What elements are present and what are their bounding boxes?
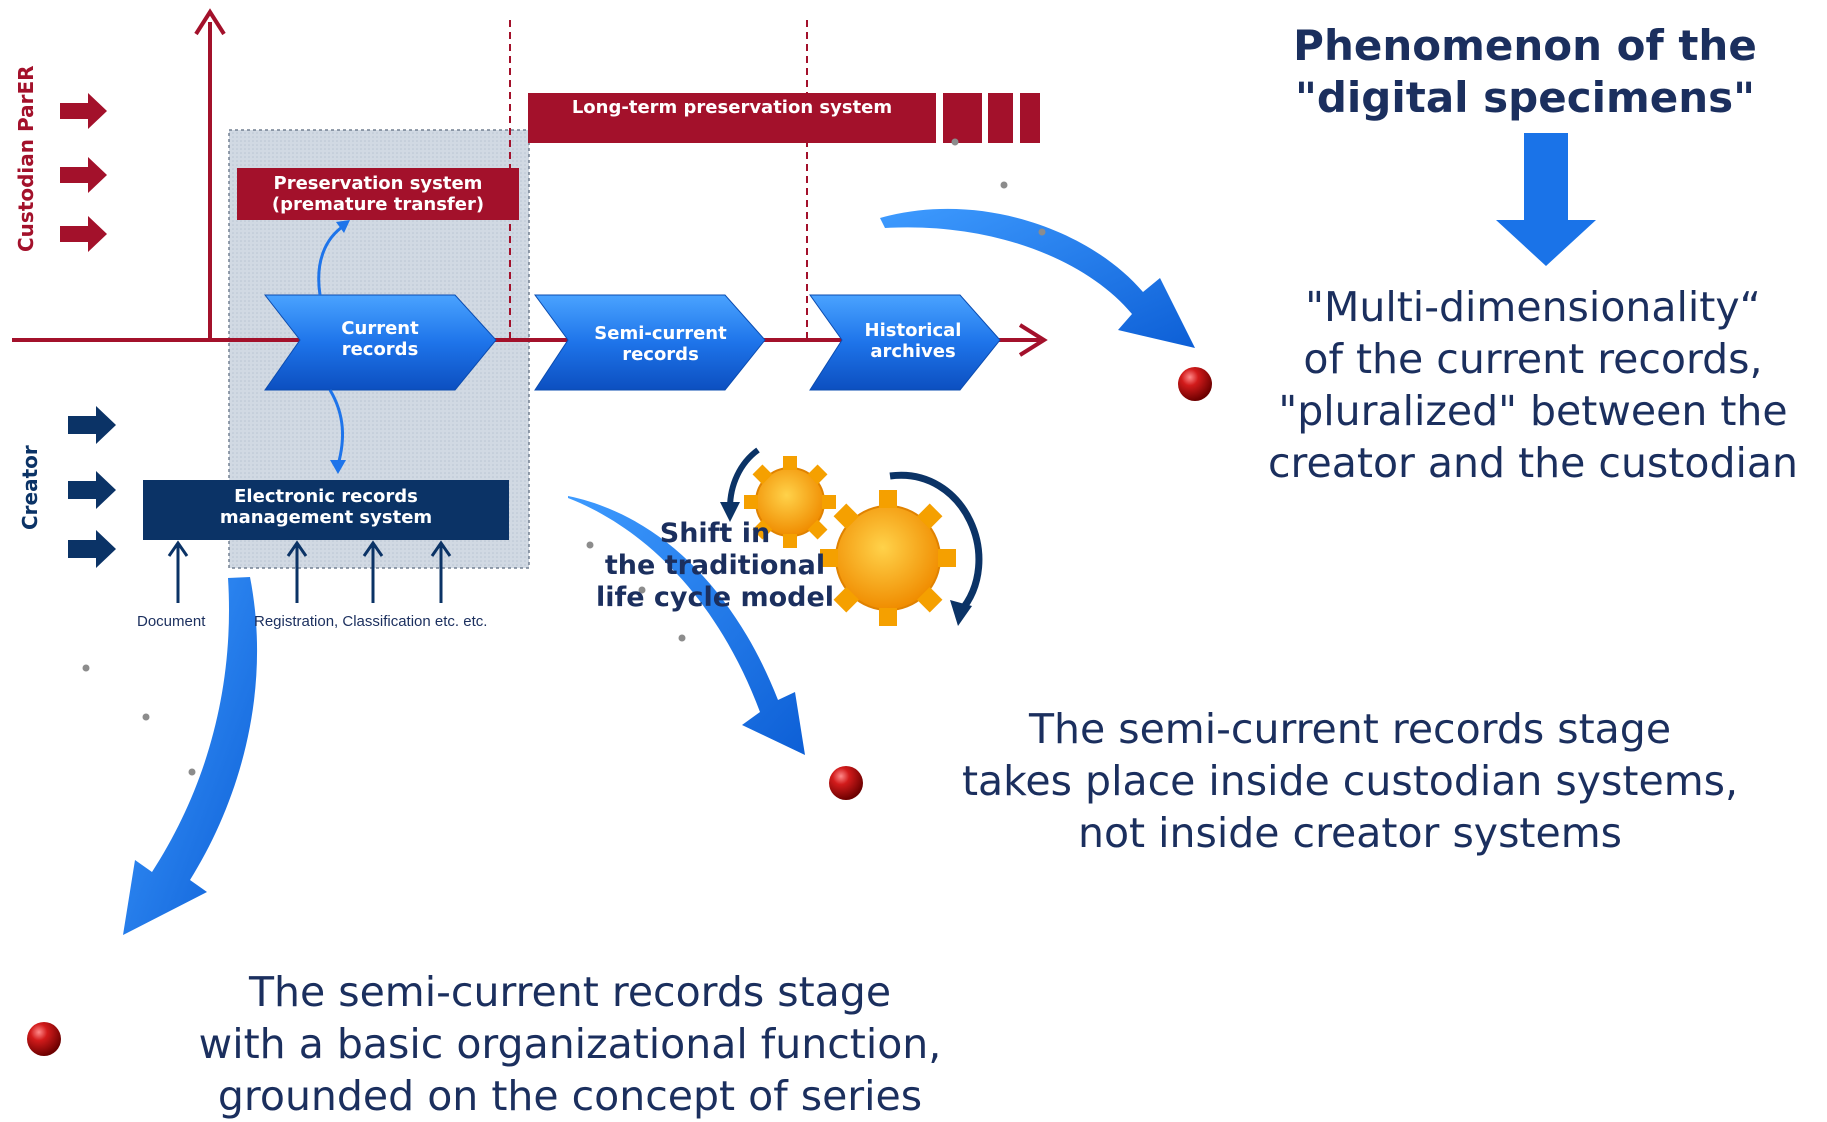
curved-arrow-icon bbox=[328, 389, 344, 466]
decorative-dots bbox=[82, 138, 1046, 776]
right-arrow-icon bbox=[68, 406, 116, 444]
text-line: of the current records, bbox=[1303, 335, 1763, 383]
bullet-icon bbox=[829, 766, 863, 800]
long-term-text: Long-term preservation system bbox=[571, 97, 893, 118]
long-term-block bbox=[988, 93, 1013, 143]
erms-line-2: management system bbox=[219, 507, 433, 528]
shift-label: Shift in the traditional life cycle mode… bbox=[570, 518, 860, 614]
arrowhead bbox=[720, 502, 740, 522]
arrowhead bbox=[336, 220, 350, 233]
text-line: grounded on the concept of series bbox=[217, 1072, 923, 1120]
preservation-line-1: Preservation system bbox=[273, 173, 483, 194]
right-arrow-icon bbox=[68, 471, 116, 509]
preservation-line-2: (premature transfer) bbox=[271, 194, 485, 215]
arrowhead bbox=[950, 600, 972, 626]
text-line: with a basic organizational function, bbox=[198, 1020, 942, 1068]
semi-line-2: records bbox=[622, 344, 699, 365]
bullet-icon bbox=[27, 1022, 61, 1056]
rotation-arrow-icon bbox=[889, 471, 983, 615]
right-arrow-icon bbox=[1018, 323, 1048, 357]
curved-arrow-icon bbox=[317, 223, 346, 296]
curved-arrow-icon bbox=[880, 208, 1195, 348]
current-line-2: records bbox=[341, 339, 419, 360]
right-arrow-icon bbox=[60, 216, 107, 252]
current-records-label: Current records bbox=[300, 318, 460, 360]
erms-box bbox=[143, 480, 509, 540]
long-term-label: Long-term preservation system bbox=[528, 97, 936, 118]
bullet-icon bbox=[1178, 367, 1212, 401]
custodian-stage-text: The semi-current records stage takes pla… bbox=[930, 703, 1770, 859]
title-line-2: "digital specimens" bbox=[1294, 73, 1756, 122]
long-term-block bbox=[943, 93, 982, 143]
curved-arrow-icon bbox=[123, 577, 258, 935]
erms-line-1: Electronic records bbox=[234, 486, 418, 507]
arrowhead bbox=[330, 460, 346, 474]
shift-line-3: life cycle model bbox=[595, 582, 835, 613]
organizational-stage-text: The semi-current records stage with a ba… bbox=[150, 966, 990, 1122]
shift-line-2: the traditional bbox=[604, 550, 826, 581]
long-term-preservation-box bbox=[528, 93, 936, 143]
historical-archives-label: Historical archives bbox=[842, 320, 984, 362]
right-arrow-icon bbox=[60, 93, 107, 129]
text-line: takes place inside custodian systems, bbox=[961, 757, 1739, 805]
semi-current-records-label: Semi-current records bbox=[568, 323, 753, 365]
curved-arrow-icon bbox=[568, 496, 805, 755]
title-line-1: Phenomenon of the bbox=[1293, 21, 1757, 70]
shift-line-1: Shift in bbox=[659, 518, 771, 549]
historical-line-2: archives bbox=[870, 341, 956, 362]
multi-dimensionality-text: "Multi-dimensionality“ of the current re… bbox=[1248, 281, 1818, 489]
text-line: "pluralized" between the bbox=[1278, 387, 1788, 435]
preservation-label: Preservation system (premature transfer) bbox=[237, 173, 519, 215]
page-title: Phenomenon of the "digital specimens" bbox=[1225, 20, 1825, 124]
text-line: The semi-current records stage bbox=[248, 968, 892, 1016]
semi-current-records-chevron bbox=[534, 294, 766, 391]
input-arrows bbox=[167, 540, 452, 603]
up-arrow-icon bbox=[194, 8, 226, 36]
right-arrow-icon bbox=[60, 157, 107, 193]
long-term-block bbox=[1020, 93, 1040, 143]
semi-line-1: Semi-current bbox=[594, 323, 727, 344]
document-label: Document bbox=[137, 613, 206, 630]
text-line: The semi-current records stage bbox=[1028, 705, 1672, 753]
text-line: creator and the custodian bbox=[1268, 439, 1798, 487]
gear-icon bbox=[744, 456, 836, 548]
current-line-1: Current bbox=[341, 318, 419, 339]
right-arrow-icon bbox=[68, 530, 116, 568]
registration-label: Registration, Classification etc. etc. bbox=[254, 613, 488, 630]
erms-label: Electronic records management system bbox=[143, 486, 509, 528]
current-records-chevron bbox=[263, 294, 497, 391]
preservation-system-box bbox=[237, 168, 519, 220]
text-line: "Multi-dimensionality“ bbox=[1305, 283, 1761, 331]
rotation-arrow-icon bbox=[727, 447, 760, 509]
text-line: not inside creator systems bbox=[1077, 809, 1623, 857]
creator-axis-label: Creator bbox=[18, 445, 42, 530]
down-arrow-icon bbox=[1496, 133, 1596, 266]
historical-archives-chevron bbox=[809, 294, 1001, 391]
gear-icon bbox=[820, 490, 956, 626]
historical-line-1: Historical bbox=[864, 320, 962, 341]
custodian-axis-label: Custodian ParER bbox=[14, 65, 38, 252]
